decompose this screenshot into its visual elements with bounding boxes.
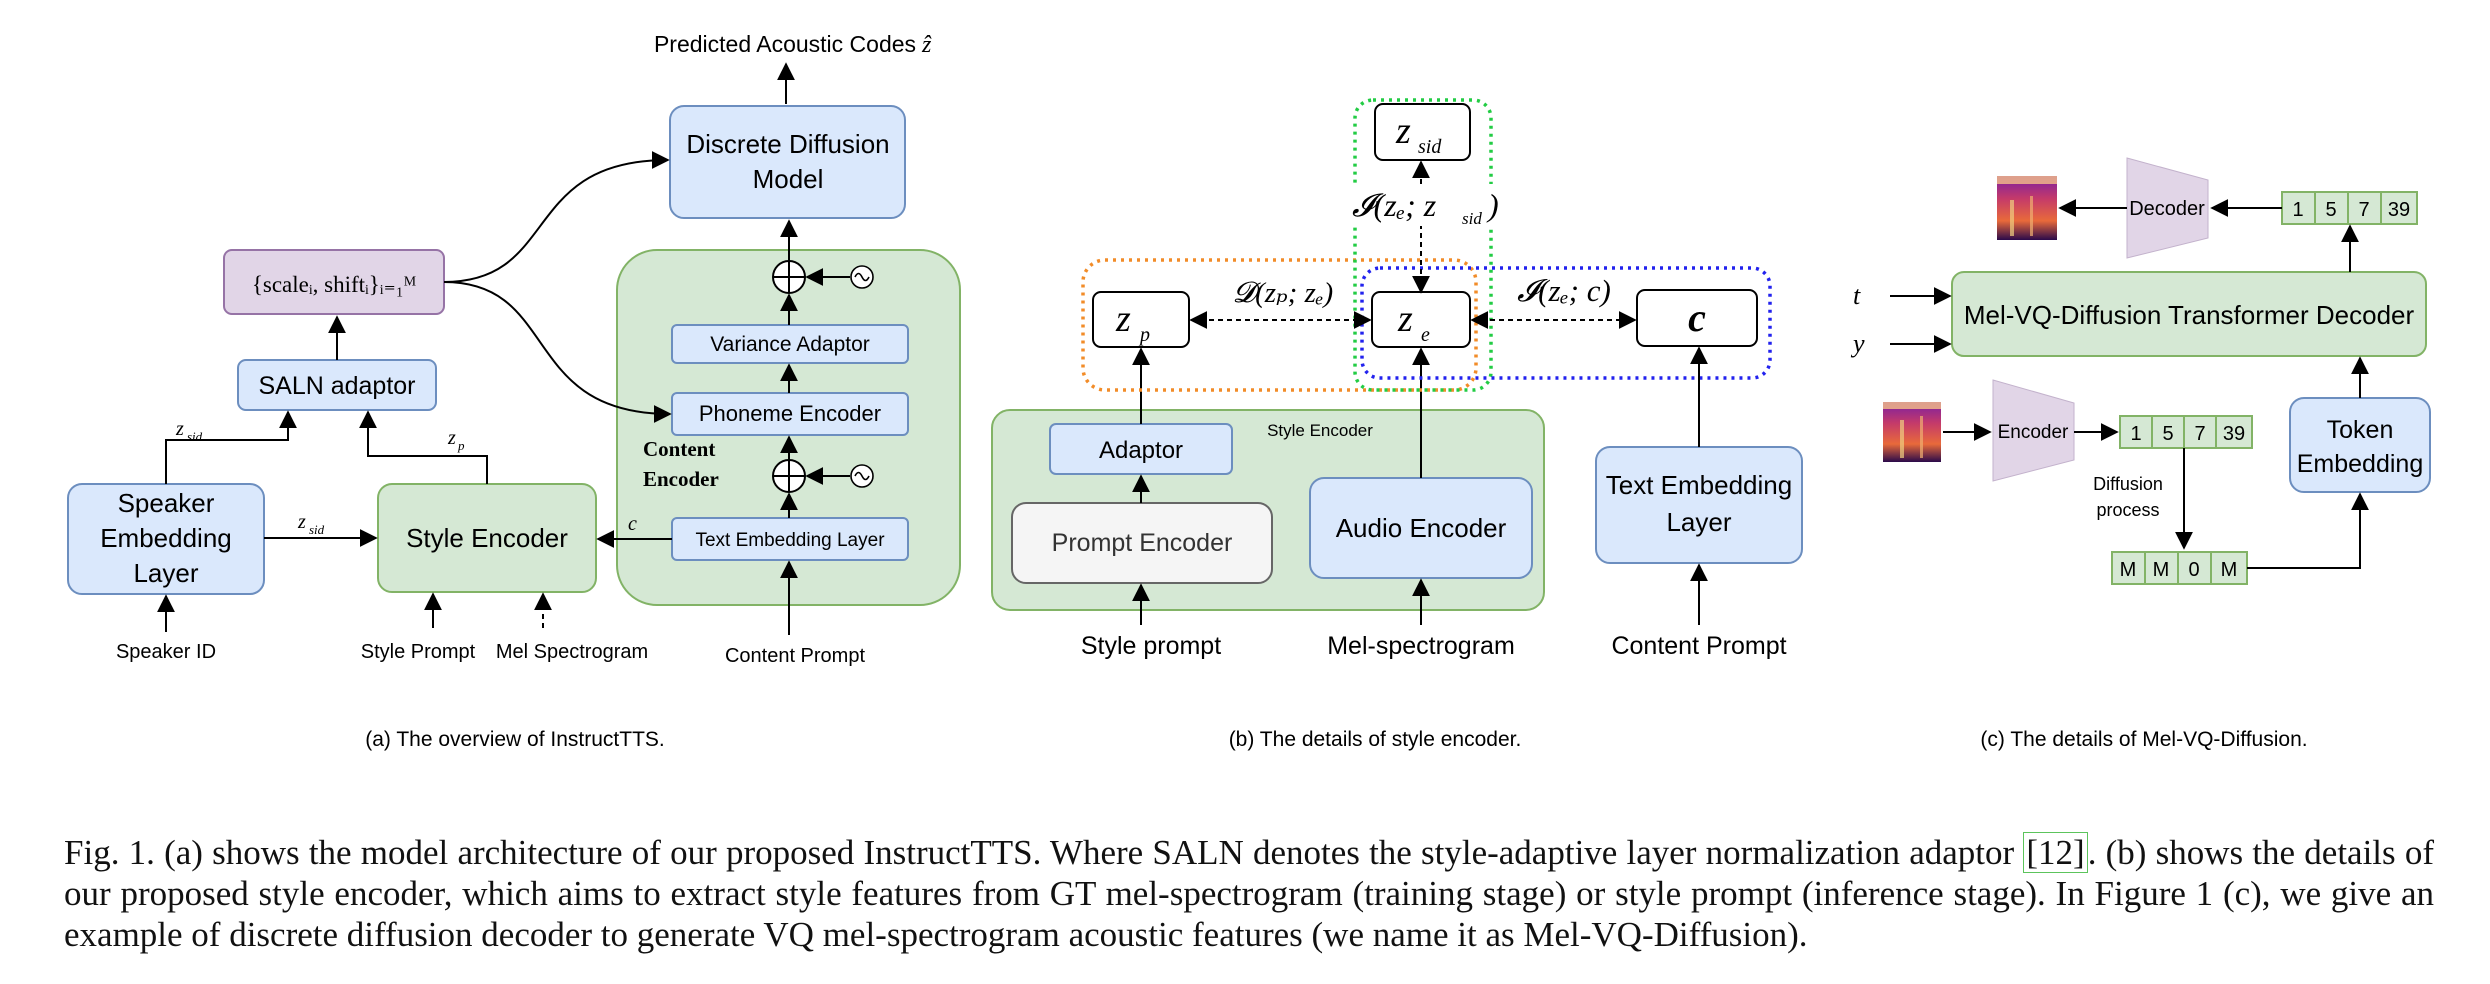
zsid-label-1: z <box>175 418 184 440</box>
content-prompt-input-b: Content Prompt <box>1611 632 1786 660</box>
caption-c: (c) The details of Mel-VQ-Diffusion. <box>1980 728 2307 751</box>
text-embedding-b-line1: Text Embedding <box>1606 470 1792 500</box>
discrete-diffusion-model-box <box>669 105 906 219</box>
ze-box-label: z <box>1397 298 1413 340</box>
mi-top-label: 𝓘(zₑ; z <box>1352 187 1437 223</box>
audio-encoder-label: Audio Encoder <box>1336 513 1507 543</box>
masked-token-3: M <box>2221 559 2238 581</box>
mi-top-sub: sid <box>1462 209 1482 228</box>
c-box <box>1636 289 1758 347</box>
green-dotted-region <box>1353 98 1493 392</box>
masked-token-0: M <box>2120 559 2137 581</box>
style-prompt-input-b: Style prompt <box>1081 632 1221 660</box>
zsid-label-2: z <box>297 511 306 533</box>
mel-spectrogram-input-b: Mel-spectrogram <box>1327 632 1515 660</box>
y-label: y <box>1850 329 1865 358</box>
mid-token-3: 39 <box>2223 423 2245 445</box>
token-embedding-line1: Token <box>2327 416 2394 444</box>
zsid-sub-1: sid <box>187 429 203 444</box>
adaptor-label: Adaptor <box>1099 437 1183 464</box>
caption-reference-link[interactable]: [12] <box>2023 832 2088 873</box>
panel-c: Decoder 1 5 7 39 Mel-VQ-Diffusion Transf… <box>1850 157 2431 751</box>
transformer-decoder-label: Mel-VQ-Diffusion Transformer Decoder <box>1964 300 2415 330</box>
masked-token-2: 0 <box>2188 559 2199 581</box>
variance-adaptor-label: Variance Adaptor <box>710 333 870 356</box>
encoder-label: Encoder <box>1998 422 2069 443</box>
content-encoder-label-1: Content <box>643 437 715 461</box>
token-embedding-line2: Embedding <box>2297 450 2423 478</box>
zp-sub-a: p <box>457 438 465 453</box>
c-label-a: c <box>628 513 637 535</box>
content-encoder-label-2: Encoder <box>643 467 719 491</box>
mel-spectrogram-input-a: Mel Spectrogram <box>496 641 648 663</box>
ze-box-sub: e <box>1421 324 1430 346</box>
top-token-1: 5 <box>2325 199 2336 221</box>
figure-caption: Fig. 1. (a) shows the model architecture… <box>64 832 2434 955</box>
decoder-trapezoid <box>2126 157 2209 259</box>
mi-top-end: ) <box>1486 187 1499 223</box>
top-token-3: 39 <box>2388 199 2410 221</box>
panel-b: Style Encoder Adaptor Prompt Encoder Aud… <box>991 98 1803 751</box>
prompt-encoder-label: Prompt Encoder <box>1052 529 1233 557</box>
diffusion-process-line1: Diffusion <box>2093 474 2163 494</box>
c-box-label: c <box>1688 295 1706 340</box>
blue-dotted-region <box>1360 266 1772 380</box>
encoder-trapezoid <box>1992 379 2075 482</box>
style-encoder-label-b: Style Encoder <box>1267 421 1373 440</box>
diffusion-process-line2: process <box>2096 500 2159 520</box>
t-label: t <box>1853 281 1861 310</box>
zp-box-sub: p <box>1138 324 1150 346</box>
diffusion-model-line2: Model <box>753 164 824 194</box>
speaker-embedding-line1: Speaker <box>118 488 215 518</box>
masked-token-1: M <box>2153 559 2170 581</box>
top-token-strip: 1 5 7 39 <box>2281 191 2418 225</box>
zsid-sub-2: sid <box>309 522 325 537</box>
zsid-box-label: z <box>1395 110 1411 152</box>
output-spectrogram-icon <box>1997 176 2057 240</box>
predicted-codes-label: Predicted Acoustic Codes <box>654 31 916 57</box>
mid-token-0: 1 <box>2130 423 2141 445</box>
zp-box <box>1092 291 1190 348</box>
caption-a: (a) The overview of InstructTTS. <box>365 728 665 751</box>
diffusion-model-line1: Discrete Diffusion <box>686 129 889 159</box>
speaker-embedding-line2: Embedding <box>100 523 232 553</box>
d-label: 𝓓(zₚ; zₑ) <box>1233 277 1333 309</box>
speaker-embedding-line3: Layer <box>133 558 198 588</box>
zp-label-a: z <box>447 427 456 449</box>
predicted-codes-symbol: ẑ <box>921 32 932 58</box>
speaker-id-input: Speaker ID <box>116 641 216 663</box>
input-spectrogram-icon <box>1883 402 1941 462</box>
transformer-decoder-box <box>1951 271 2427 357</box>
caption-b: (b) The details of style encoder. <box>1229 728 1522 751</box>
style-encoder-label-a: Style Encoder <box>406 523 568 553</box>
top-token-0: 1 <box>2292 199 2303 221</box>
caption-part2: . (b) shows the details of our proposed … <box>64 833 2434 954</box>
masked-token-strip: M M 0 M <box>2111 551 2248 585</box>
mid-token-2: 7 <box>2194 423 2205 445</box>
panel-a: Predicted Acoustic Codes ẑ Discrete Diff… <box>67 31 961 751</box>
saln-adaptor-label: SALN adaptor <box>258 372 415 400</box>
mid-token-strip: 1 5 7 39 <box>2119 415 2253 449</box>
content-prompt-input-a: Content Prompt <box>725 645 866 667</box>
text-embedding-box-b <box>1595 446 1803 564</box>
top-token-2: 7 <box>2358 199 2369 221</box>
style-prompt-input-a: Style Prompt <box>361 641 476 663</box>
saln-params-label: {scaleᵢ, shiftᵢ}ᵢ₌₁ᴹ <box>252 272 416 297</box>
text-embedding-b-line2: Layer <box>1666 507 1731 537</box>
mid-token-1: 5 <box>2162 423 2173 445</box>
zp-box-label: z <box>1115 298 1131 340</box>
text-embedding-layer-label: Text Embedding Layer <box>695 530 885 551</box>
zsid-box-sub: sid <box>1418 136 1442 158</box>
mi-right-label: 𝓘(zₑ; c) <box>1517 273 1611 308</box>
caption-part1: Fig. 1. (a) shows the model architecture… <box>64 833 2024 872</box>
zsid-box <box>1374 103 1471 161</box>
phoneme-encoder-label: Phoneme Encoder <box>699 401 881 426</box>
decoder-label: Decoder <box>2129 198 2205 220</box>
